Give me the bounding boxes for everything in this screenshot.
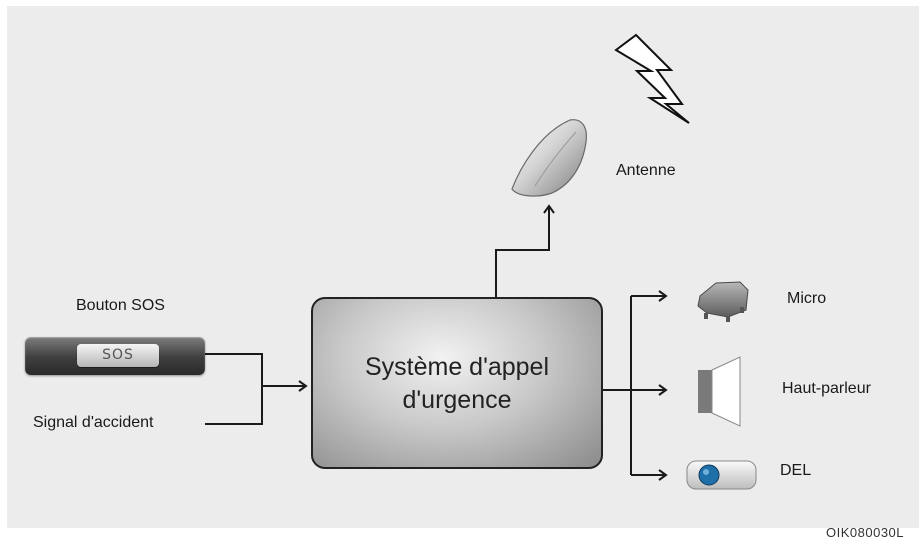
- speaker-icon: [698, 356, 741, 427]
- antenna-icon: [511, 119, 587, 197]
- sos-button-icon: SOS: [25, 337, 205, 375]
- emergency-call-system-label: Système d'appel d'urgence: [364, 353, 550, 414]
- antenna-arrowhead: [543, 204, 555, 214]
- figure-code: OIK080030L: [826, 525, 905, 538]
- microphone-icon: [697, 281, 749, 322]
- led-arrowhead: [658, 469, 668, 481]
- speaker-arrowhead: [658, 384, 668, 396]
- microphone-label: Micro: [787, 290, 827, 307]
- speaker-label: Haut-parleur: [782, 380, 871, 397]
- sos-key: SOS: [77, 344, 159, 367]
- micro-arrowhead: [658, 290, 668, 302]
- antenna-label: Antenne: [616, 162, 676, 179]
- sos-wire: [205, 353, 263, 386]
- accident-wire: [205, 386, 263, 425]
- emergency-call-system-box: Système d'appel d'urgence: [311, 297, 603, 469]
- led-icon: [686, 460, 757, 490]
- lightning-bolt-icon: [614, 33, 690, 124]
- antenna-wire: [495, 206, 550, 297]
- accident-signal-label: Signal d'accident: [33, 414, 154, 431]
- input-arrowhead: [298, 380, 308, 392]
- sos-button-label: Bouton SOS: [76, 297, 165, 314]
- led-label: DEL: [780, 462, 812, 479]
